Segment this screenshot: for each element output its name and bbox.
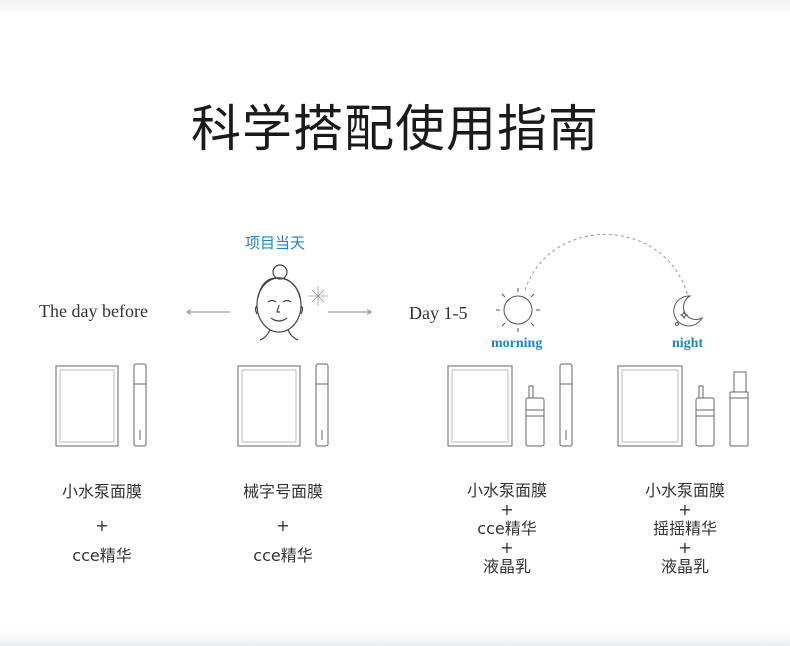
combo-product: cce精华 [477, 519, 537, 538]
combo-plus: + [500, 538, 514, 557]
combo-morning: 小水泵面膜 + cce精华 + 液晶乳 [447, 481, 567, 576]
combo-product: 小水泵面膜 [466, 481, 547, 500]
essence-tube-icon [559, 363, 573, 447]
combo-product: 械字号面膜 [242, 482, 323, 501]
day-range-label: Day 1-5 [409, 303, 468, 323]
right-arrow-icon [328, 309, 372, 315]
face-icon [254, 264, 304, 341]
morning-label: morning [491, 336, 543, 351]
essence-tube-icon [315, 363, 329, 447]
combo-plus: + [276, 516, 290, 535]
day-night-arc [524, 234, 689, 297]
combo-plus: + [678, 538, 692, 557]
combo-day-before: 小水泵面膜 + cce精华 [42, 481, 162, 567]
pump-bottle-icon [695, 385, 715, 447]
combo-product: 小水泵面膜 [61, 482, 142, 501]
mask-icon [237, 365, 301, 447]
combo-product: 液晶乳 [660, 557, 709, 576]
mask-icon [55, 365, 119, 447]
moon-icon [673, 295, 704, 327]
combo-product: cce精华 [253, 546, 313, 565]
combo-product: 液晶乳 [482, 557, 531, 576]
combo-plus: + [500, 500, 514, 519]
combo-product: 摇摇精华 [652, 519, 717, 538]
combo-product: cce精华 [72, 546, 132, 565]
page-title: 科学搭配使用指南 [191, 100, 599, 158]
pump-bottle-icon [525, 385, 545, 447]
sparkle-icon [308, 286, 328, 306]
night-label: night [672, 336, 704, 351]
sun-icon [496, 288, 540, 332]
shake-essence-bottle-icon [729, 371, 749, 447]
combo-night: 小水泵面膜 + 摇摇精华 + 液晶乳 [625, 481, 745, 576]
combo-plus: + [95, 516, 109, 535]
mask-icon [447, 365, 513, 447]
essence-tube-icon [133, 363, 147, 447]
left-arrow-icon [186, 309, 230, 315]
day-before-label: The day before [39, 301, 148, 321]
combo-project-day: 械字号面膜 + cce精华 [223, 481, 343, 567]
project-day-label: 项目当天 [245, 234, 306, 252]
combo-product: 小水泵面膜 [644, 481, 725, 500]
combo-plus: + [678, 500, 692, 519]
mask-icon [617, 365, 683, 447]
